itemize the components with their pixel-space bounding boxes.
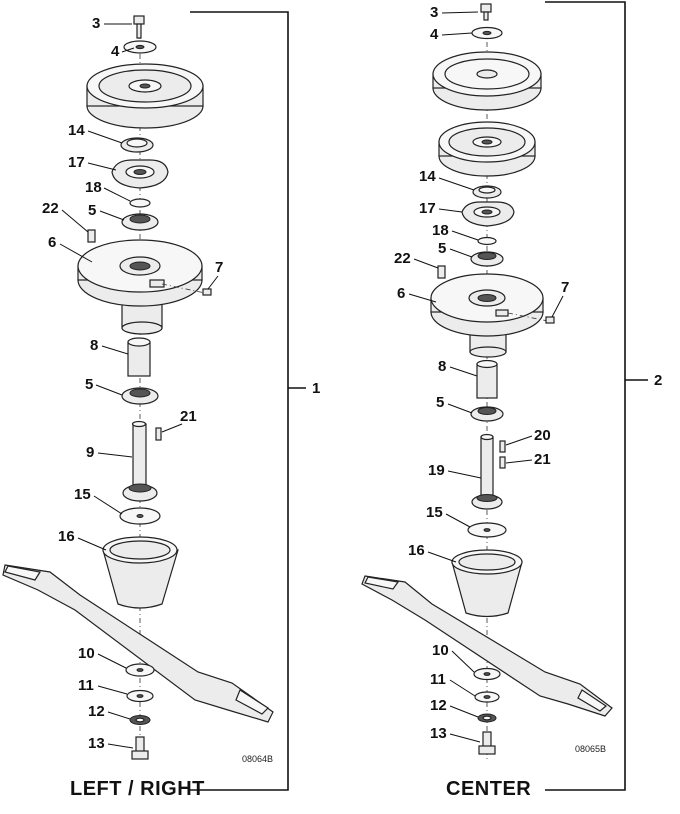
callout-label: 21 [534, 451, 551, 468]
washer-part [125, 663, 155, 677]
washer-part [471, 26, 503, 40]
callout-label: 18 [85, 179, 102, 196]
callout-label: 15 [426, 504, 443, 521]
assembly-bracket-left [190, 11, 289, 791]
bolt-part [133, 15, 145, 39]
callout-label: 17 [419, 200, 436, 217]
callout-label: 17 [68, 154, 85, 171]
washer-part [473, 667, 501, 681]
grease-fitting-part [87, 229, 96, 243]
center-assembly: 2 [361, 1, 662, 791]
pin-part [507, 312, 555, 324]
callout-label: 20 [534, 427, 551, 444]
callout-numbers: 3 4 14 17 18 5 22 6 7 8 5 20 19 [394, 4, 569, 743]
callout-label: 5 [436, 394, 444, 411]
bearing-part [470, 251, 504, 267]
bolt-part [480, 3, 492, 21]
spindle-housing-part [430, 273, 544, 358]
spacer-ring-part [477, 236, 497, 246]
callout-label: 13 [430, 725, 447, 742]
callout-label: 16 [58, 528, 75, 545]
assembly-bracket-center [545, 1, 626, 791]
pulley-part [438, 121, 536, 177]
callout-label: 16 [408, 542, 425, 559]
flange-part [111, 159, 169, 189]
callout-label: 14 [68, 122, 85, 139]
assembly-number: 2 [654, 372, 662, 389]
callout-label: 3 [430, 4, 438, 21]
pin-part [161, 283, 212, 296]
bearing-part [120, 137, 154, 153]
pulley-part [86, 63, 204, 129]
washer-part [126, 689, 154, 703]
pulley-part [432, 51, 542, 111]
washer-part [467, 522, 507, 538]
callout-label: 7 [215, 259, 223, 276]
spacer-tube-part [127, 337, 151, 377]
spacer-ring-part [129, 198, 151, 208]
callout-label: 21 [180, 408, 197, 425]
blade-bolt-part [478, 731, 496, 755]
callout-label: 22 [394, 250, 411, 267]
blade-cup-part [451, 549, 523, 618]
mower-blade-part [2, 564, 274, 723]
flange-part [461, 201, 515, 227]
caption-center: CENTER [446, 778, 532, 800]
washer-part [123, 40, 157, 54]
callout-label: 18 [432, 222, 449, 239]
assembly-number: 1 [312, 380, 320, 397]
mower-blade-part [361, 575, 613, 717]
drawing-code: 08065B [575, 744, 606, 754]
bearing-part [470, 406, 504, 422]
callout-label: 15 [74, 486, 91, 503]
callout-label: 9 [86, 444, 94, 461]
blade-bolt-part [131, 736, 149, 760]
caption-left-right: LEFT / RIGHT [70, 778, 205, 800]
callout-label: 8 [438, 358, 446, 375]
callout-label: 7 [561, 279, 569, 296]
key-part [499, 456, 506, 469]
callout-label: 5 [85, 376, 93, 393]
washer-part [474, 691, 500, 703]
spindle-housing-part [77, 239, 203, 335]
callout-label: 12 [88, 703, 105, 720]
callout-label: 4 [111, 43, 120, 60]
key-part [499, 440, 506, 453]
drawing-code: 08064B [242, 754, 273, 764]
callout-label: 11 [78, 677, 94, 694]
callout-label: 12 [430, 697, 447, 714]
spindle-shaft-part [122, 420, 158, 502]
callout-numbers: 3 4 14 17 18 22 5 6 7 8 5 21 9 [42, 15, 223, 752]
callout-label: 6 [397, 285, 405, 302]
callout-label: 6 [48, 234, 56, 251]
lock-washer-part [477, 713, 497, 723]
blade-cup-part [102, 536, 179, 609]
bearing-part [121, 213, 159, 231]
spacer-tube-part [476, 359, 498, 399]
callout-label: 5 [438, 240, 446, 257]
callout-label: 3 [92, 15, 100, 32]
callout-label: 19 [428, 462, 445, 479]
spindle-shaft-part [471, 433, 503, 510]
callout-label: 10 [432, 642, 449, 659]
callout-label: 14 [419, 168, 436, 185]
grease-fitting-part [437, 265, 446, 279]
key-part [155, 427, 162, 441]
callout-label: 22 [42, 200, 59, 217]
lock-washer-part [129, 715, 151, 725]
callout-label: 4 [430, 26, 439, 43]
bearing-part [472, 185, 502, 199]
callout-label: 11 [430, 671, 446, 688]
left-right-assembly: 1 [2, 11, 320, 791]
washer-part [119, 507, 161, 525]
callout-label: 5 [88, 202, 96, 219]
callout-label: 8 [90, 337, 98, 354]
callout-label: 10 [78, 645, 95, 662]
callout-label: 13 [88, 735, 105, 752]
bearing-part [121, 387, 159, 405]
